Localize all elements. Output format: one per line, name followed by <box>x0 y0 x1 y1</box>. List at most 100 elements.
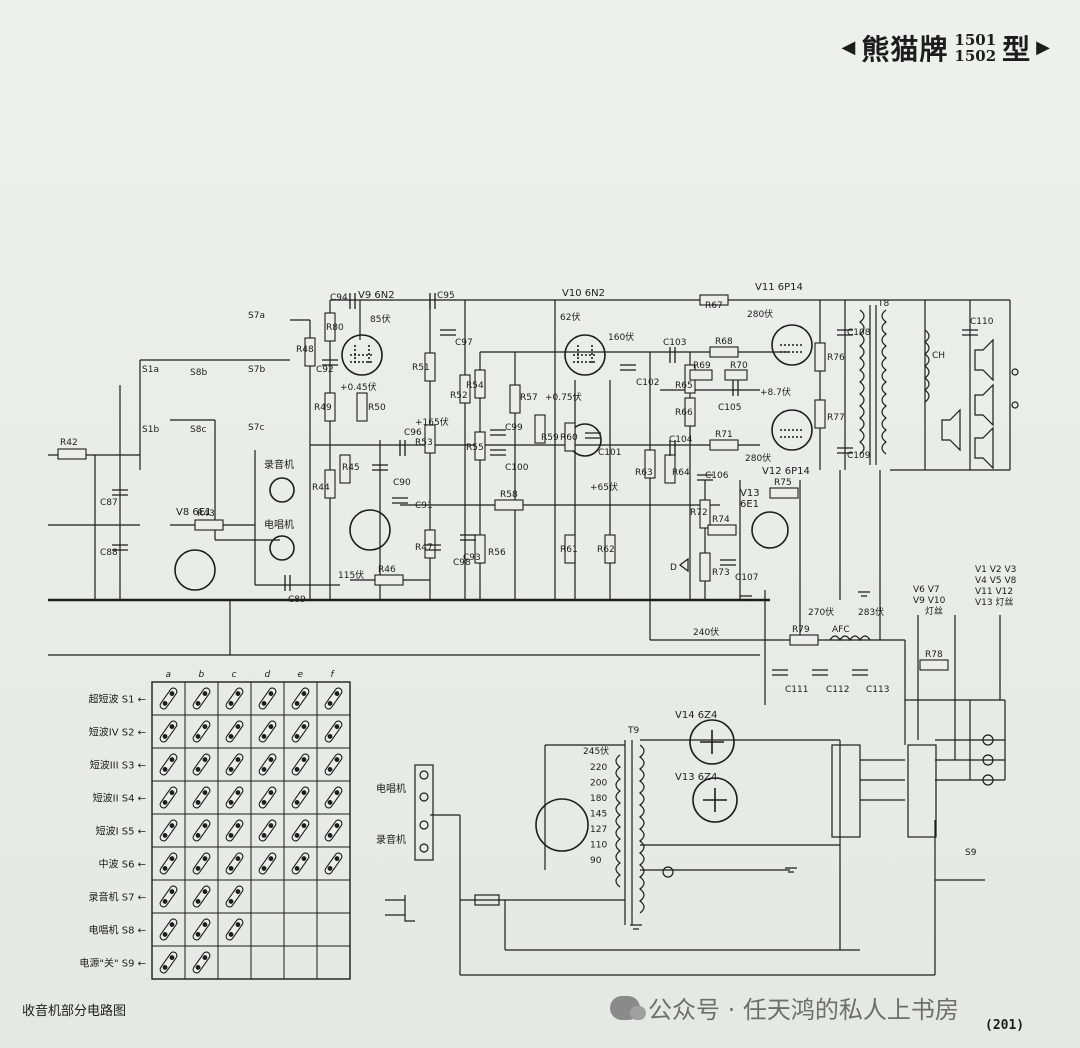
heater-label-left-mid: V9 V10 <box>913 596 946 606</box>
resistor-r52: R52 <box>450 391 468 401</box>
capacitor-c110: C110 <box>970 317 994 327</box>
switch-contact <box>192 885 211 908</box>
capacitor-c113: C113 <box>866 685 889 695</box>
switch-contact <box>324 852 343 875</box>
connector-left-icon <box>831 744 861 838</box>
switch-contact <box>192 753 211 776</box>
voltage-280-top: 280伏 <box>747 308 773 320</box>
row-label: 电唱机 S8 ← <box>89 924 146 937</box>
speaker-4-icon <box>974 426 994 470</box>
resistor-r49: R49 <box>314 403 332 413</box>
switch-contact <box>159 819 178 842</box>
resistor-r76: R76 <box>827 353 845 363</box>
model-suffix: 型 <box>1002 33 1031 66</box>
tube-v8-icon <box>174 549 216 591</box>
switch-contact <box>159 687 178 710</box>
switch-contact <box>225 753 244 776</box>
tube-label-v11: V11 6P14 <box>755 282 803 293</box>
voltage-160: 160伏 <box>608 331 634 343</box>
switch-contact <box>159 786 178 809</box>
tap-180: 180 <box>590 794 607 804</box>
label-phonograph: 电唱机 <box>264 518 294 531</box>
voltage-270: 270伏 <box>808 606 834 618</box>
capacitor-c101: C101 <box>598 448 621 458</box>
capacitor-c88: C88 <box>100 548 118 558</box>
t9-secondary-icon <box>639 744 645 914</box>
resistor-r63: R63 <box>635 468 653 478</box>
switch-contact <box>225 885 244 908</box>
switch-s1a: S1a <box>142 365 159 375</box>
row-label: 录音机 S7 ← <box>89 891 146 904</box>
switch-contact <box>291 753 310 776</box>
switch-contact <box>324 753 343 776</box>
resistor-r74: R74 <box>712 515 730 525</box>
resistor-r79: R79 <box>792 625 810 635</box>
column-c: c <box>232 670 237 680</box>
tube-label-v12: V12 6P14 <box>762 466 810 477</box>
resistor-r42: R42 <box>60 438 78 448</box>
capacitor-c98: C98 <box>453 558 471 568</box>
resistor-r51: R51 <box>412 363 430 373</box>
tap-110: 110 <box>590 841 607 851</box>
resistor-r54: R54 <box>466 381 484 391</box>
switch-contact <box>159 918 178 941</box>
terminal-a-icon <box>1011 368 1019 376</box>
label-tape-jack: 录音机 <box>376 833 406 846</box>
tube-v14-icon <box>689 719 735 765</box>
row-label: 超短波 S1 ← <box>89 693 146 706</box>
resistor-r44: R44 <box>312 483 330 493</box>
capacitor-c106: C106 <box>705 471 729 481</box>
switch-contact <box>159 951 178 974</box>
switch-contact <box>291 852 310 875</box>
capacitor-c89: C89 <box>288 595 306 605</box>
speaker-1-icon <box>941 408 961 452</box>
row-label: 短波IV S2 ← <box>89 726 146 739</box>
pilot-lamp-2-icon <box>982 754 994 766</box>
resistor-r62: R62 <box>597 545 615 555</box>
switch-contact <box>291 687 310 710</box>
tap-90: 90 <box>590 856 602 866</box>
voltage-280-bottom: 280伏 <box>745 452 771 464</box>
switch-contact <box>225 819 244 842</box>
tube-label-v14: V14 6Z4 <box>675 710 717 721</box>
label-choke: CH <box>932 351 945 361</box>
tube-v9-top-icon <box>341 334 383 376</box>
resistor-r47: R47 <box>415 543 433 553</box>
model-top: 1501 <box>954 31 997 49</box>
t8-primary-icon <box>859 309 865 455</box>
voltage-selector-icon <box>535 798 589 852</box>
resistor-r50: R50 <box>368 403 386 413</box>
capacitor-c100: C100 <box>505 463 529 473</box>
switch-contact <box>324 687 343 710</box>
resistor-r71: R71 <box>715 430 733 440</box>
tube-v11-icon <box>771 324 813 366</box>
ground-symbols-icon <box>630 591 870 930</box>
switch-contact <box>225 687 244 710</box>
resistor-r48: R48 <box>296 345 314 355</box>
label-t8: T8 <box>877 299 889 309</box>
switch-s9: S9 <box>965 848 977 858</box>
tap-145: 145 <box>590 810 607 820</box>
voltage-240: 240伏 <box>693 626 719 638</box>
tap-127: 127 <box>590 825 607 835</box>
page-number: (201) <box>985 1018 1025 1033</box>
capacitor-c95: C95 <box>437 291 455 301</box>
jack-strip-icon <box>414 764 434 861</box>
voltage-165: +165伏 <box>415 416 449 428</box>
resistor-r67: R67 <box>705 301 723 311</box>
capacitor-c108: C108 <box>847 328 871 338</box>
tube-label-v9: V9 6N2 <box>358 290 395 301</box>
column-b: b <box>199 670 205 680</box>
terminal-b-icon <box>1011 401 1019 409</box>
switch-contact <box>159 885 178 908</box>
heater-label-right-2: V4 V5 V8 <box>975 576 1017 586</box>
pilot-lamp-4-icon <box>662 866 674 878</box>
tube-v13-6e1-icon <box>751 511 789 549</box>
resistor-r73: R73 <box>712 568 730 578</box>
resistor-r64: R64 <box>672 468 690 478</box>
wechat-icon <box>610 995 646 1020</box>
page-header: ◀ 熊猫牌 1501 1502 型 ▶ <box>842 28 1050 68</box>
